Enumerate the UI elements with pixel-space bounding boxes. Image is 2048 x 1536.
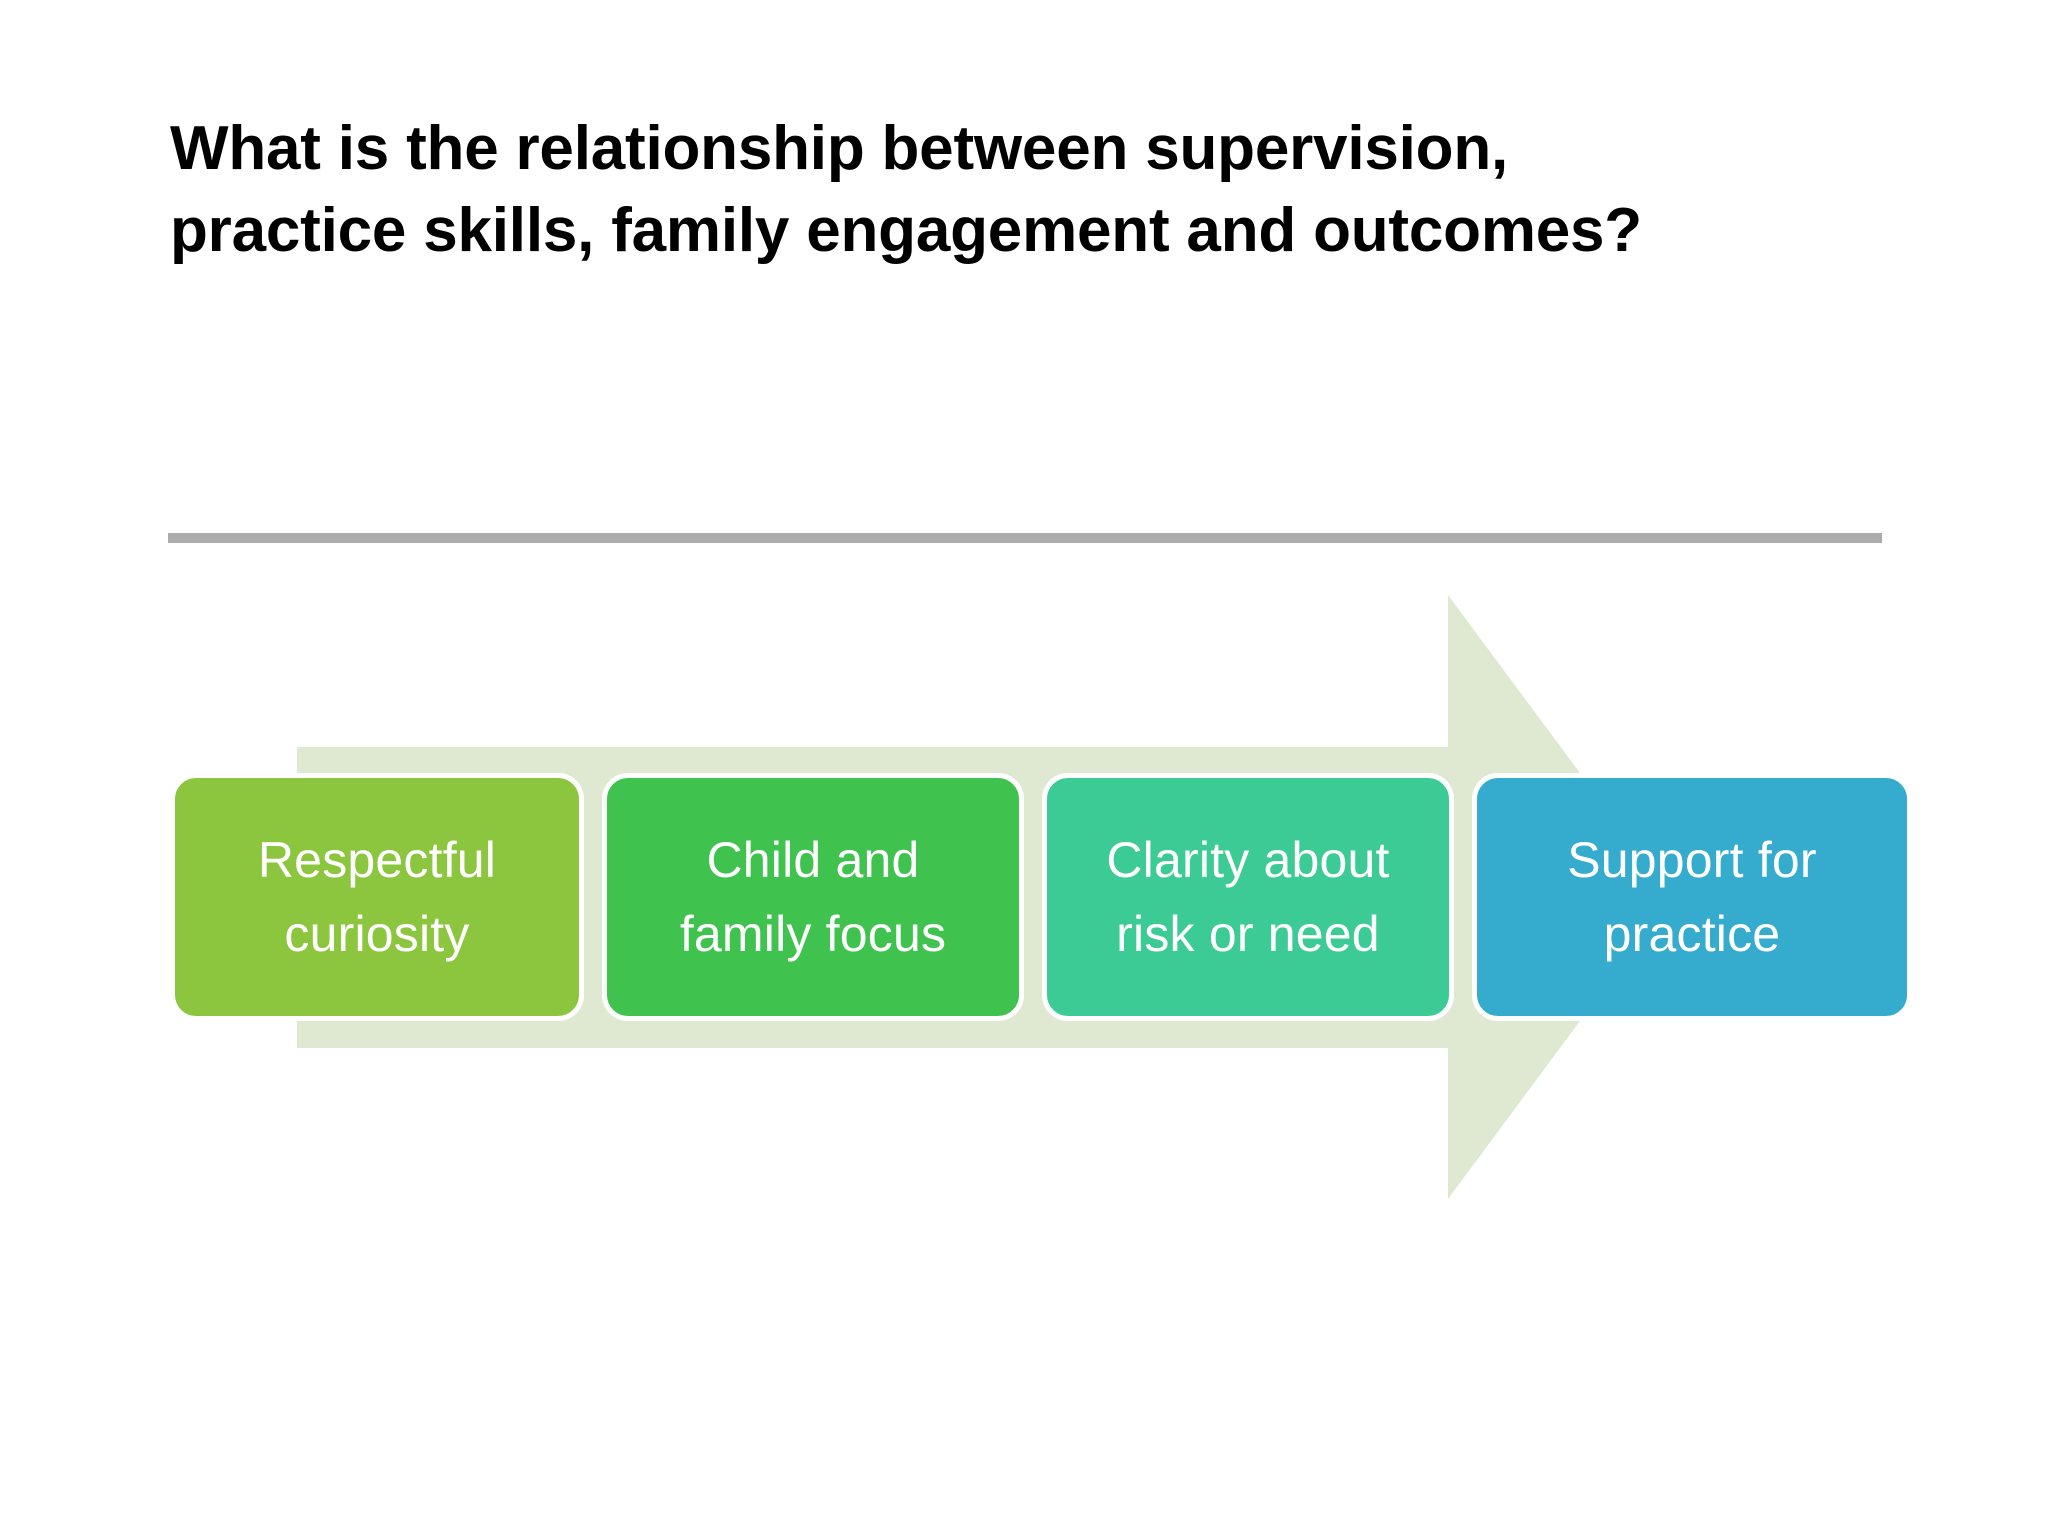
process-step-label-line-1: Support for	[1567, 832, 1817, 888]
process-step-label-line-2: risk or need	[1116, 906, 1380, 962]
title-line-1: What is the relationship between supervi…	[170, 114, 1509, 183]
process-step-label-line-1: Clarity about	[1106, 832, 1390, 888]
process-step-clarity-about-risk-or-need[interactable]: Clarity about risk or need	[1042, 773, 1454, 1021]
process-step-label-line-2: curiosity	[284, 906, 470, 962]
process-step-label-line-1: Child and	[706, 832, 920, 888]
title-line-2: practice skills, family engagement and o…	[170, 196, 1642, 265]
process-step-support-for-practice[interactable]: Support for practice	[1472, 773, 1912, 1021]
process-step-respectful-curiosity[interactable]: Respectful curiosity	[170, 773, 584, 1021]
page-title: What is the relationship between supervi…	[170, 108, 1930, 272]
process-step-child-and-family-focus[interactable]: Child and family focus	[602, 773, 1024, 1021]
process-step-label: Support for practice	[1553, 823, 1831, 971]
horizontal-divider	[168, 533, 1882, 543]
process-step-label: Clarity about risk or need	[1092, 823, 1403, 971]
process-step-label-line-2: family focus	[679, 906, 947, 962]
process-step-label: Respectful curiosity	[244, 823, 510, 971]
process-step-label-line-1: Respectful	[257, 832, 497, 888]
process-step-label-line-2: practice	[1603, 906, 1781, 962]
process-step-label: Child and family focus	[666, 823, 960, 971]
process-steps: Respectful curiosity Child and family fo…	[0, 773, 2048, 1023]
